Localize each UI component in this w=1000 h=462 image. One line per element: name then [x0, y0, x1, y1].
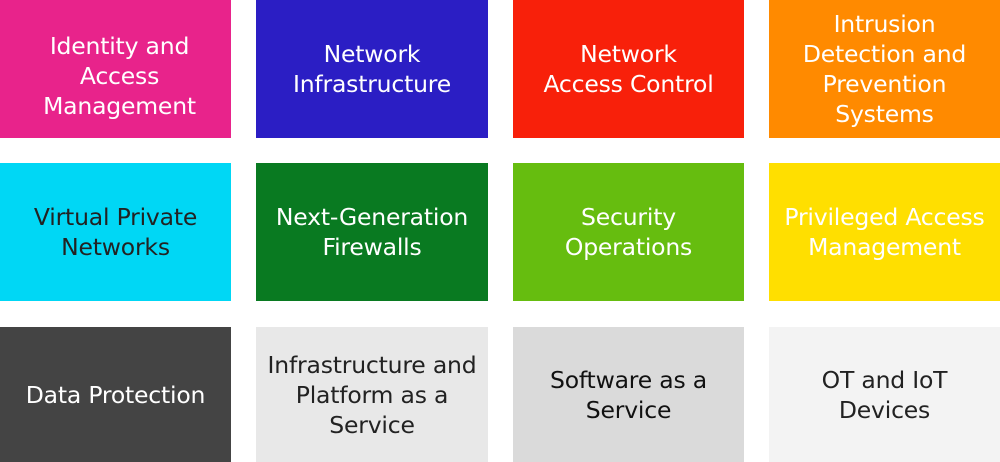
tile-privileged-access-management[interactable]: Privileged Access Management: [769, 163, 1000, 301]
tile-next-generation-firewalls[interactable]: Next-Generation Firewalls: [256, 163, 488, 301]
tile-identity-and-access-management[interactable]: Identity and Access Management: [0, 0, 231, 138]
tile-label: Virtual Private Networks: [33, 203, 198, 261]
tile-security-operations[interactable]: Security Operations: [513, 163, 744, 301]
tile-label: Network Access Control: [543, 40, 714, 98]
tile-label: OT and IoT Devices: [821, 365, 948, 424]
tile-label: Network Infrastructure: [292, 40, 451, 98]
tile-label: Privileged Access Management: [784, 203, 985, 261]
tile-label: Infrastructure and Platform as a Service: [267, 350, 477, 439]
tile-label: Intrusion Detection and Prevention Syste…: [802, 10, 967, 128]
tile-network-infrastructure[interactable]: Network Infrastructure: [256, 0, 488, 138]
tile-label: Next-Generation Firewalls: [275, 203, 469, 261]
tile-label: Data Protection: [25, 380, 206, 409]
tile-label: Software as a Service: [550, 365, 707, 424]
tile-network-access-control[interactable]: Network Access Control: [513, 0, 744, 138]
tile-infrastructure-and-platform-as-a-service[interactable]: Infrastructure and Platform as a Service: [256, 327, 488, 462]
tile-intrusion-detection-and-prevention-systems[interactable]: Intrusion Detection and Prevention Syste…: [769, 0, 1000, 138]
tile-label: Identity and Access Management: [43, 32, 196, 120]
tile-data-protection[interactable]: Data Protection: [0, 327, 231, 462]
tile-label: Security Operations: [564, 203, 693, 261]
tile-virtual-private-networks[interactable]: Virtual Private Networks: [0, 163, 231, 301]
tile-ot-and-iot-devices[interactable]: OT and IoT Devices: [769, 327, 1000, 462]
tile-software-as-a-service[interactable]: Software as a Service: [513, 327, 744, 462]
